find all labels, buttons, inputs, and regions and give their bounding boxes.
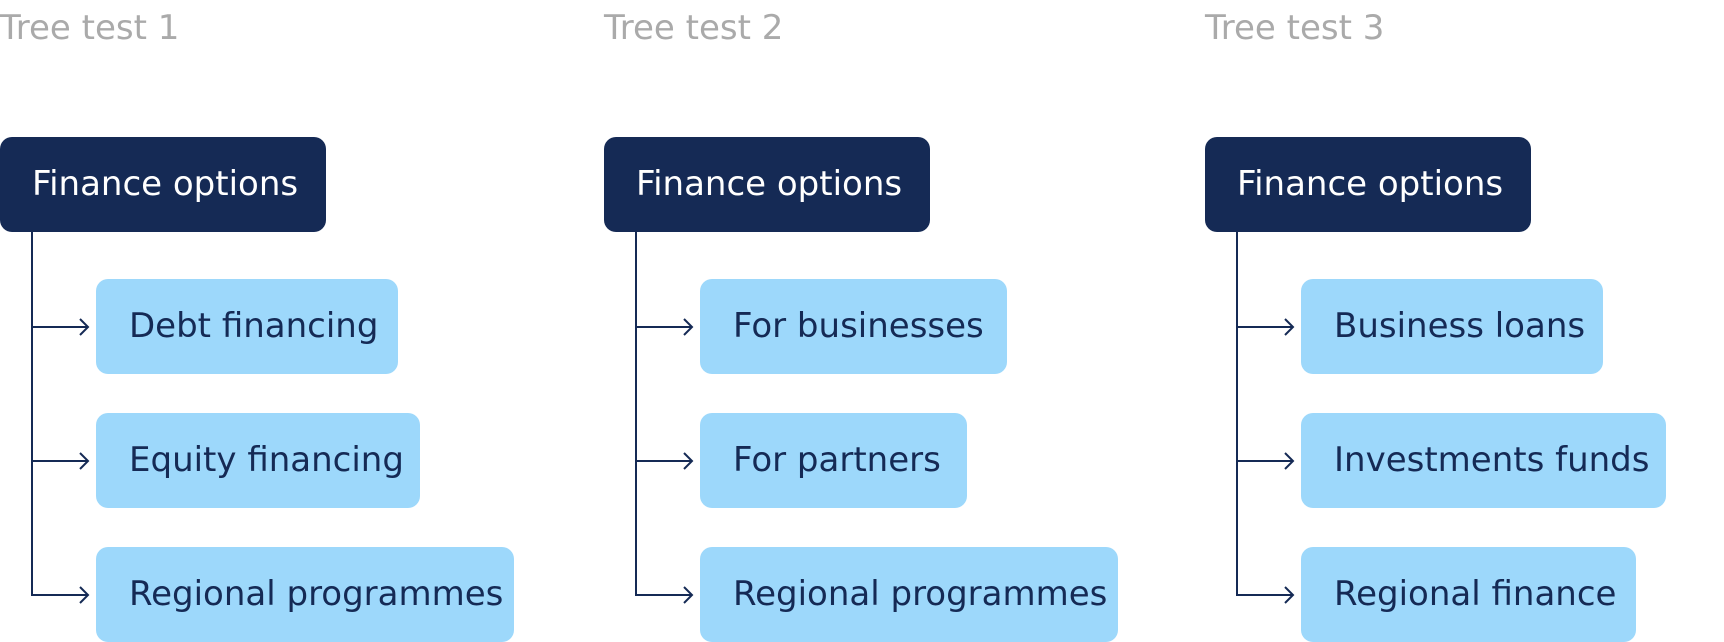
- tree-connector: [635, 232, 694, 604]
- child-node[interactable]: For partners: [700, 413, 967, 508]
- child-node[interactable]: For businesses: [700, 279, 1007, 374]
- root-node[interactable]: Finance options: [1205, 137, 1531, 232]
- child-node[interactable]: Equity financing: [96, 413, 420, 508]
- tree-test-3: Tree test 3 Finance options Business loa…: [1205, 0, 1724, 642]
- child-node[interactable]: Regional finance: [1301, 547, 1636, 642]
- child-node[interactable]: Regional programmes: [700, 547, 1118, 642]
- child-node[interactable]: Regional programmes: [96, 547, 514, 642]
- child-node[interactable]: Investments funds: [1301, 413, 1666, 508]
- tree-title: Tree test 3: [1205, 8, 1385, 48]
- tree-title: Tree test 2: [604, 8, 784, 48]
- child-node[interactable]: Business loans: [1301, 279, 1603, 374]
- root-node[interactable]: Finance options: [0, 137, 326, 232]
- tree-title: Tree test 1: [0, 8, 180, 48]
- tree-test-1: Tree test 1 Finance options Debt financi…: [0, 0, 600, 642]
- tree-connector: [31, 232, 90, 604]
- child-node[interactable]: Debt financing: [96, 279, 398, 374]
- root-node[interactable]: Finance options: [604, 137, 930, 232]
- tree-connector: [1236, 232, 1295, 604]
- tree-test-2: Tree test 2 Finance options For business…: [604, 0, 1204, 642]
